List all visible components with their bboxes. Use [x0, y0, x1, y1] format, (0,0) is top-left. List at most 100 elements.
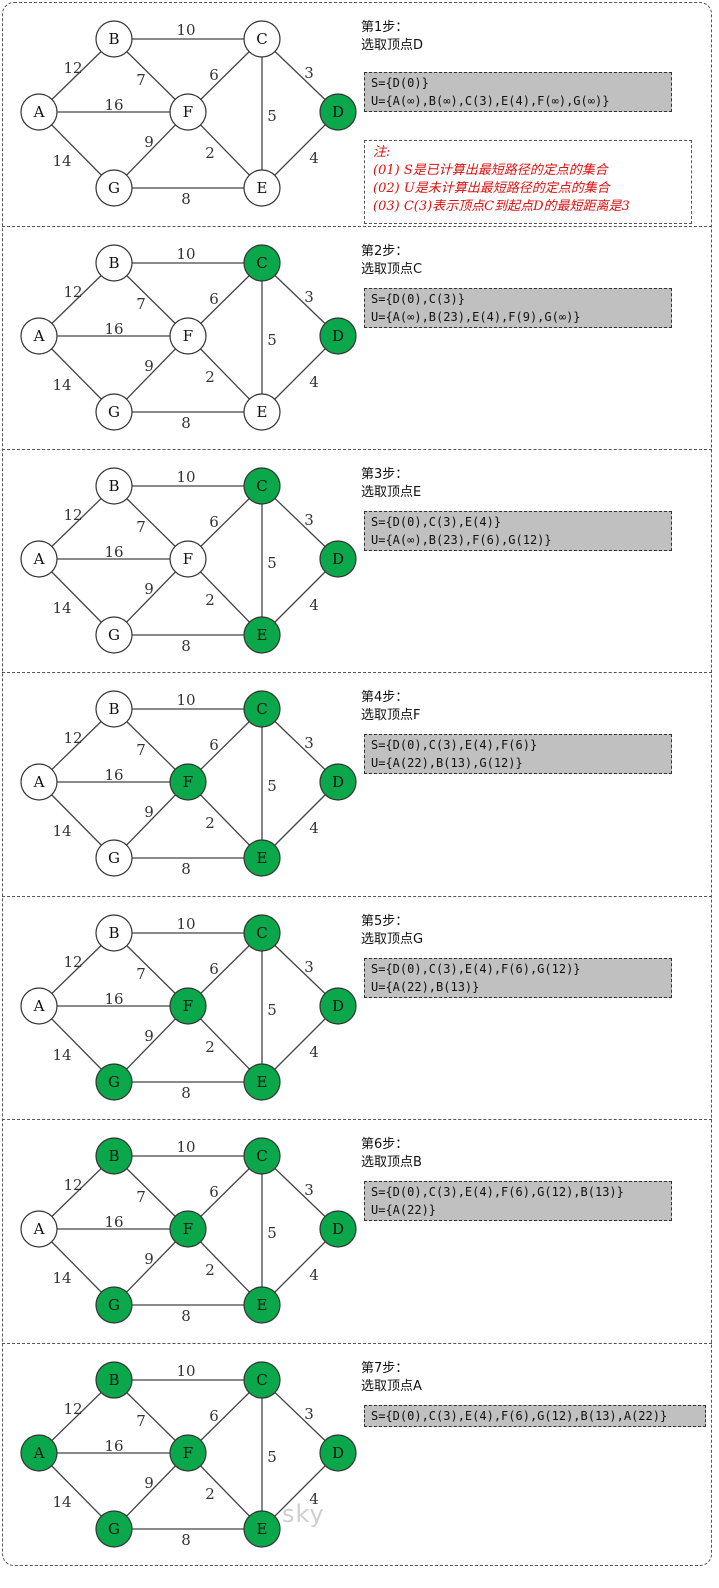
edge-weight-D-E: 4	[309, 596, 319, 614]
edge-weight-A-F: 16	[104, 96, 123, 114]
edge-weight-A-F: 16	[104, 1437, 123, 1455]
node-label-C: C	[256, 254, 267, 272]
u-set: U={A(22),B(13),G(12)}	[371, 756, 523, 770]
s-set: S={D(0),C(3),E(4),F(6),G(12),B(13)}	[371, 1185, 624, 1199]
edge-weight-C-D: 3	[304, 288, 314, 306]
edge-weight-B-C: 10	[176, 1138, 195, 1156]
step-title: 第1步：	[361, 20, 409, 35]
set-box: S={D(0),C(3),E(4),F(6),G(12),B(13)} U={A…	[364, 1181, 672, 1221]
node-label-D: D	[332, 1220, 344, 1238]
node-label-D: D	[332, 997, 344, 1015]
edge-weight-A-G: 14	[52, 1269, 71, 1287]
step-subtitle: 选取顶点C	[361, 262, 423, 277]
node-label-F: F	[183, 103, 193, 121]
step-divider	[2, 1119, 712, 1120]
edge-weight-C-D: 3	[304, 1181, 314, 1199]
set-box: S={D(0),C(3),E(4),F(6),G(12)} U={A(22),B…	[364, 958, 672, 998]
node-label-C: C	[256, 30, 267, 48]
edge-weight-A-F: 16	[104, 543, 123, 561]
node-E	[243, 1286, 281, 1324]
step-divider	[2, 226, 712, 227]
edge-weight-D-E: 4	[309, 1043, 319, 1061]
node-label-D: D	[332, 327, 344, 345]
node-E	[243, 1510, 281, 1548]
node-B	[95, 467, 133, 505]
node-label-F: F	[183, 1444, 193, 1462]
node-G	[95, 1286, 133, 1324]
edge-weight-C-D: 3	[304, 64, 314, 82]
node-label-E: E	[257, 179, 268, 197]
node-label-B: B	[108, 924, 119, 942]
node-label-D: D	[332, 773, 344, 791]
u-set: U={A(∞),B(23),F(6),G(12)}	[371, 533, 552, 547]
node-label-C: C	[256, 1147, 267, 1165]
node-label-B: B	[108, 1371, 119, 1389]
edge-weight-A-F: 16	[104, 320, 123, 338]
node-D	[319, 93, 357, 131]
edge-weight-G-E: 8	[181, 414, 191, 432]
node-F	[169, 1434, 207, 1472]
edge-weight-B-C: 10	[176, 691, 195, 709]
edge-weight-C-E: 5	[267, 554, 277, 572]
step-subtitle: 选取顶点B	[361, 1155, 422, 1170]
node-label-B: B	[108, 700, 119, 718]
s-set: S={D(0),C(3),E(4),F(6)}	[371, 738, 538, 752]
node-D	[319, 987, 357, 1025]
edge-weight-F-E: 2	[205, 1485, 215, 1503]
edge-weight-F-G: 9	[144, 1474, 154, 1492]
node-A	[20, 987, 58, 1025]
step-subtitle: 选取顶点E	[361, 485, 422, 500]
node-label-C: C	[256, 924, 267, 942]
set-box: S={D(0),C(3),E(4),F(6)} U={A(22),B(13),G…	[364, 734, 672, 774]
edge-weight-D-E: 4	[309, 819, 319, 837]
node-A	[20, 1210, 58, 1248]
edge-weight-A-G: 14	[52, 1493, 71, 1511]
edge-weight-A-B: 12	[63, 283, 82, 301]
watermark: sky	[282, 1500, 325, 1528]
edge-weight-A-G: 14	[52, 599, 71, 617]
node-label-F: F	[183, 550, 193, 568]
u-set: U={A(22),B(13)}	[371, 980, 480, 994]
edge-weight-C-F: 6	[209, 1407, 219, 1425]
node-G	[95, 1510, 133, 1548]
set-box: S={D(0)} U={A(∞),B(∞),C(3),E(4),F(∞),G(∞…	[364, 72, 672, 112]
node-label-G: G	[108, 1073, 120, 1091]
node-E	[243, 616, 281, 654]
edge-weight-F-G: 9	[144, 133, 154, 151]
node-label-A: A	[33, 327, 45, 345]
step-subtitle: 选取顶点A	[361, 1379, 422, 1394]
edge-weight-C-E: 5	[267, 1448, 277, 1466]
edge-weight-C-D: 3	[304, 511, 314, 529]
edge-weight-A-B: 12	[63, 1176, 82, 1194]
edge-weight-B-F: 7	[136, 518, 146, 536]
edge-weight-G-E: 8	[181, 637, 191, 655]
node-A	[20, 540, 58, 578]
edge-weight-B-F: 7	[136, 71, 146, 89]
node-G	[95, 169, 133, 207]
edge-weight-C-E: 5	[267, 107, 277, 125]
node-label-A: A	[33, 1220, 45, 1238]
edge-weight-A-G: 14	[52, 822, 71, 840]
node-B	[95, 690, 133, 728]
node-label-G: G	[108, 1296, 120, 1314]
node-C	[243, 1361, 281, 1399]
step-divider	[2, 1343, 712, 1344]
node-B	[95, 244, 133, 282]
edge-weight-A-G: 14	[52, 1046, 71, 1064]
step-subtitle: 选取顶点F	[361, 708, 421, 723]
note-line-2: (02) U是未计算出最短路径的定点的集合	[373, 181, 610, 196]
edge-weight-C-F: 6	[209, 66, 219, 84]
edge-weight-C-F: 6	[209, 513, 219, 531]
node-D	[319, 1210, 357, 1248]
node-label-C: C	[256, 477, 267, 495]
edge-weight-G-E: 8	[181, 860, 191, 878]
node-E	[243, 839, 281, 877]
